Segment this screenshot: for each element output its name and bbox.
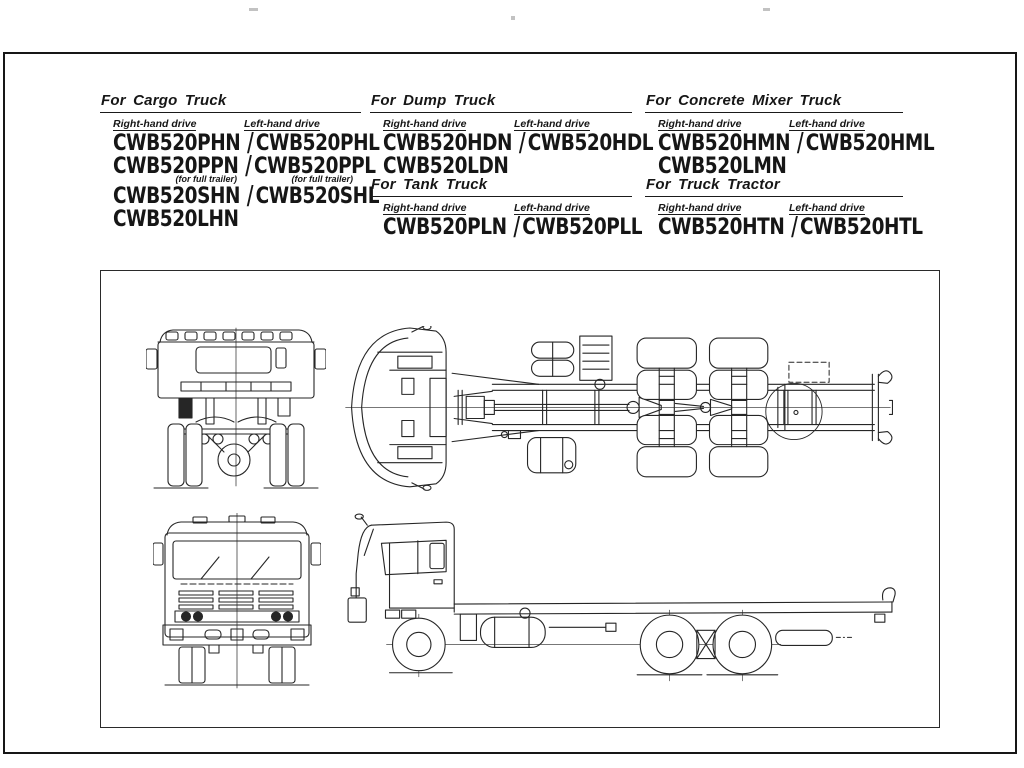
air-tanks xyxy=(530,341,575,377)
separator-slash: / xyxy=(247,127,254,160)
model-code-row: CWB520SHN/CWB520SHL xyxy=(113,180,379,213)
cab-rear xyxy=(157,329,315,399)
model-note-row: (for full trailer) (for full trailer) xyxy=(113,175,353,184)
rear-wheels xyxy=(167,423,305,487)
model-code: CWB520HDN xyxy=(383,131,513,156)
model-code: CWB520PHN xyxy=(113,131,241,156)
section-title-tractor: For Truck Tractor xyxy=(645,177,903,197)
drive-labels: Right-hand drive Left-hand drive xyxy=(383,118,632,131)
model-code-row: CWB520HDN/CWB520HDL xyxy=(383,127,654,160)
grille xyxy=(178,590,294,610)
drive-shaft xyxy=(465,395,733,420)
rhd-label: Right-hand drive xyxy=(383,202,467,215)
side-view-drawing xyxy=(347,513,896,682)
model-note: (for full trailer) xyxy=(175,174,237,184)
lhd-label: Left-hand drive xyxy=(789,202,865,215)
model-code: CWB520SHN xyxy=(113,184,241,209)
model-code: CWB520HDL xyxy=(527,131,654,156)
model-code: CWB520LHN xyxy=(113,207,239,232)
separator-slash: / xyxy=(246,180,254,213)
model-code-row: CWB520PHN/CWB520PHL xyxy=(113,127,380,160)
column-dump-tank: For Dump Truck Right-hand drive Left-han… xyxy=(370,93,654,244)
model-code: CWB520PHL xyxy=(255,131,380,156)
front-wheel xyxy=(392,613,446,678)
section-title-cargo: For Cargo Truck xyxy=(100,93,361,113)
plan-view-drawing xyxy=(345,326,893,491)
rear-view-drawing xyxy=(146,327,326,489)
headlights xyxy=(174,610,300,623)
model-code-row: CWB520LMN xyxy=(658,154,864,179)
cab-side xyxy=(347,513,455,623)
column-cargo: For Cargo Truck Right-hand drive Left-ha… xyxy=(100,93,380,232)
fuel-tank xyxy=(500,430,577,474)
model-code-row: CWB520HTN/CWB520HTL xyxy=(658,211,923,244)
cab-front xyxy=(164,515,310,638)
model-code: CWB520PLN xyxy=(383,215,507,240)
rhd-label: Right-hand drive xyxy=(658,202,742,215)
drive-labels: Right-hand drive Left-hand drive xyxy=(658,202,903,215)
separator-slash: / xyxy=(791,211,798,244)
lhd-label: Left-hand drive xyxy=(789,118,865,131)
drive-labels: Right-hand drive Left-hand drive xyxy=(383,202,632,215)
separator-slash: / xyxy=(796,127,804,160)
model-code-row: CWB520PLN/CWB520PLL xyxy=(383,211,643,244)
model-code: CWB520HMN xyxy=(658,131,791,156)
model-code: CWB520SHL xyxy=(255,184,380,209)
rear-crossmember xyxy=(871,370,893,445)
rear-overhang xyxy=(775,629,854,647)
scan-speck xyxy=(249,8,258,11)
model-code-row: CWB520PPN/CWB520PPL xyxy=(113,150,376,183)
rear-axles xyxy=(658,367,748,448)
separator-slash: / xyxy=(518,127,526,160)
drive-labels: Right-hand drive Left-hand drive xyxy=(658,118,903,131)
rhd-label: Right-hand drive xyxy=(383,118,467,131)
model-code: CWB520PLL xyxy=(522,215,643,240)
cab-top xyxy=(351,326,447,491)
chassis-drawing-box xyxy=(100,270,940,728)
separator-slash: / xyxy=(245,150,252,183)
section-title-tank: For Tank Truck xyxy=(370,177,632,197)
model-code-row: CWB520LDN xyxy=(383,154,592,179)
behind-cab-equipment xyxy=(459,607,617,649)
mirrors xyxy=(153,542,321,566)
section-title-dump: For Dump Truck xyxy=(370,93,632,113)
separator-slash: / xyxy=(513,211,520,244)
model-code: CWB520HML xyxy=(805,131,935,156)
lhd-label: Left-hand drive xyxy=(514,118,590,131)
model-code: CWB520HTL xyxy=(799,215,923,240)
bumper xyxy=(162,624,312,654)
rhd-label: Right-hand drive xyxy=(658,118,742,131)
drive-labels: Right-hand drive Left-hand drive xyxy=(113,118,361,131)
model-code-row: CWB520LHN xyxy=(113,207,321,232)
rhd-label: Right-hand drive xyxy=(113,118,197,131)
model-code: CWB520HTN xyxy=(658,215,785,240)
model-code: CWB520PPL xyxy=(253,154,376,179)
page-border xyxy=(3,52,1017,754)
frame xyxy=(453,587,896,623)
mirrors xyxy=(146,348,326,370)
scan-speck xyxy=(511,16,515,20)
spare-wheel xyxy=(765,361,830,441)
model-code: CWB520PPN xyxy=(113,154,239,179)
model-code-row: CWB520HMN/CWB520HML xyxy=(658,127,935,160)
column-mixer-tractor: For Concrete Mixer Truck Right-hand driv… xyxy=(645,93,935,244)
rear-wheels xyxy=(639,609,773,682)
battery-box xyxy=(579,335,613,390)
front-view-drawing xyxy=(153,513,321,689)
lhd-label: Left-hand drive xyxy=(514,202,590,215)
model-code: CWB520LDN xyxy=(383,154,509,179)
front-wheels xyxy=(178,646,296,684)
model-note: (for full trailer) xyxy=(291,174,353,184)
section-title-mixer: For Concrete Mixer Truck xyxy=(645,93,903,113)
model-code: CWB520LMN xyxy=(658,154,787,179)
lhd-label: Left-hand drive xyxy=(244,118,320,131)
scan-speck xyxy=(763,8,770,11)
